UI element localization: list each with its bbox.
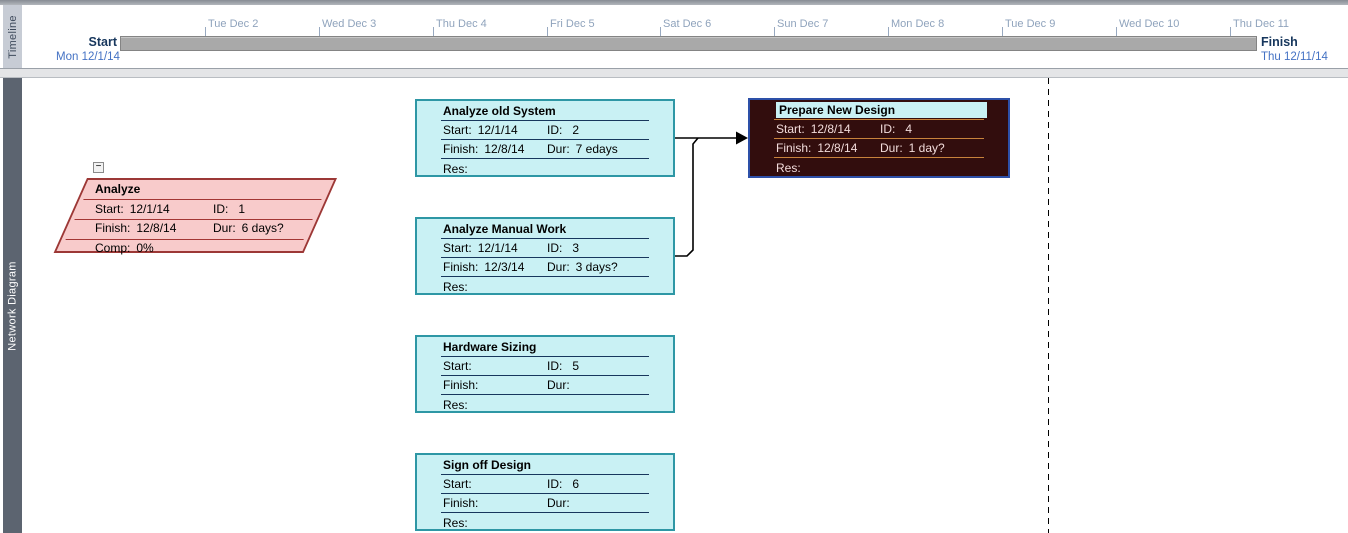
node-finish: Finish: bbox=[443, 496, 479, 510]
task-node-hardware-sizing[interactable]: Hardware Sizing Start: ID:5 Finish: Dur:… bbox=[415, 335, 675, 413]
timeline-pane-label: Timeline bbox=[6, 14, 19, 59]
node-title: Hardware Sizing bbox=[443, 340, 537, 354]
task-node-sign-off-design[interactable]: Sign off Design Start: ID:6 Finish: Dur:… bbox=[415, 453, 675, 531]
node-id: ID:4 bbox=[880, 122, 913, 136]
network-diagram-pane-tab[interactable]: Network Diagram bbox=[3, 78, 22, 533]
node-finish: Finish:12/3/14 bbox=[443, 260, 525, 274]
node-separator bbox=[441, 512, 649, 513]
page-break-line bbox=[1048, 78, 1049, 533]
node-id: ID:6 bbox=[547, 477, 580, 491]
timeline-date-tick: Wed Dec 3 bbox=[318, 18, 377, 36]
node-separator bbox=[441, 139, 649, 140]
node-separator bbox=[441, 158, 649, 159]
timeline-date-tick: Thu Dec 4 bbox=[433, 18, 487, 36]
node-resources: Res: bbox=[776, 161, 801, 175]
node-id: ID:2 bbox=[547, 123, 580, 137]
node-start: Start:12/1/14 bbox=[443, 241, 518, 255]
task-node-analyze-manual-work[interactable]: Analyze Manual Work Start:12/1/14 ID:3 F… bbox=[415, 217, 675, 295]
task-node-analyze-old-system[interactable]: Analyze old System Start:12/1/14 ID:2 Fi… bbox=[415, 99, 675, 177]
timeline-pane: Tue Dec 2 Wed Dec 3 Thu Dec 4 Fri Dec 5 … bbox=[0, 5, 1348, 68]
node-start: Start: bbox=[443, 477, 472, 491]
node-separator bbox=[441, 356, 649, 357]
summary-node-analyze[interactable]: Analyze Start:12/1/14 ID:1 Finish:12/8/1… bbox=[95, 178, 330, 255]
node-separator bbox=[774, 138, 984, 139]
node-separator bbox=[774, 157, 984, 158]
node-resources: Res: bbox=[443, 280, 468, 294]
node-finish: Finish:12/8/14 bbox=[443, 142, 525, 156]
network-diagram-pane-label: Network Diagram bbox=[6, 260, 19, 351]
timeline-date-tick: Fri Dec 5 bbox=[547, 18, 595, 36]
node-separator bbox=[441, 474, 649, 475]
node-separator bbox=[441, 394, 649, 395]
node-start: Start: bbox=[443, 359, 472, 373]
node-title: Analyze old System bbox=[443, 104, 556, 118]
node-duration: Dur: bbox=[547, 496, 570, 510]
node-id: ID:1 bbox=[213, 202, 246, 216]
timeline-date-tick: Wed Dec 10 bbox=[1115, 18, 1180, 36]
link-analyze-manual-work-to-prepare-new-design[interactable] bbox=[675, 137, 699, 257]
node-separator bbox=[774, 119, 984, 120]
collapse-minus-icon[interactable]: − bbox=[93, 162, 104, 173]
node-id: ID:5 bbox=[547, 359, 580, 373]
timeline-start-date: Mon 12/1/14 bbox=[56, 51, 120, 63]
pane-splitter[interactable] bbox=[0, 68, 1348, 78]
node-finish: Finish: bbox=[443, 378, 479, 392]
timeline-date-tick: Tue Dec 9 bbox=[1001, 18, 1056, 36]
node-separator bbox=[441, 238, 649, 239]
node-start: Start:12/8/14 bbox=[776, 122, 851, 136]
node-resources: Res: bbox=[443, 398, 468, 412]
node-complete: Comp:0% bbox=[95, 241, 154, 255]
node-duration: Dur:3 days? bbox=[547, 260, 618, 274]
timeline-date-tick: Mon Dec 8 bbox=[887, 18, 945, 36]
timeline-date-tick: Tue Dec 2 bbox=[204, 18, 259, 36]
node-finish: Finish:12/8/14 bbox=[95, 221, 177, 235]
network-diagram-pane: Analyze Start:12/1/14 ID:1 Finish:12/8/1… bbox=[0, 78, 1348, 533]
node-separator bbox=[441, 120, 649, 121]
node-resources: Res: bbox=[443, 162, 468, 176]
timeline-pane-tab[interactable]: Timeline bbox=[3, 5, 22, 68]
link-arrowhead-icon bbox=[736, 131, 748, 145]
node-id: ID:3 bbox=[547, 241, 580, 255]
node-separator bbox=[441, 257, 649, 258]
node-resources: Res: bbox=[443, 516, 468, 530]
node-title: Analyze bbox=[95, 182, 141, 196]
node-separator bbox=[441, 375, 649, 376]
timeline-finish-date: Thu 12/11/14 bbox=[1261, 51, 1328, 63]
timeline-start-label: Start bbox=[88, 35, 117, 49]
node-start: Start:12/1/14 bbox=[443, 123, 518, 137]
node-duration: Dur:7 edays bbox=[547, 142, 618, 156]
node-separator bbox=[441, 493, 649, 494]
node-title: Analyze Manual Work bbox=[443, 222, 567, 236]
node-title: Sign off Design bbox=[443, 458, 531, 472]
node-separator bbox=[441, 276, 649, 277]
task-node-prepare-new-design[interactable]: Prepare New Design Start:12/8/14 ID:4 Fi… bbox=[748, 98, 1010, 178]
timeline-date-tick: Thu Dec 11 bbox=[1229, 18, 1290, 36]
timeline-date-tick: Sat Dec 6 bbox=[659, 18, 712, 36]
timeline-finish-label: Finish bbox=[1261, 35, 1298, 49]
node-duration: Dur:1 day? bbox=[880, 141, 945, 155]
node-finish: Finish:12/8/14 bbox=[776, 141, 858, 155]
timeline-bar[interactable] bbox=[120, 36, 1257, 51]
node-start: Start:12/1/14 bbox=[95, 202, 170, 216]
node-duration: Dur:6 days? bbox=[213, 221, 284, 235]
window-top-border bbox=[0, 0, 1348, 5]
node-title: Prepare New Design bbox=[776, 102, 987, 118]
node-duration: Dur: bbox=[547, 378, 570, 392]
timeline-date-tick: Sun Dec 7 bbox=[773, 18, 829, 36]
